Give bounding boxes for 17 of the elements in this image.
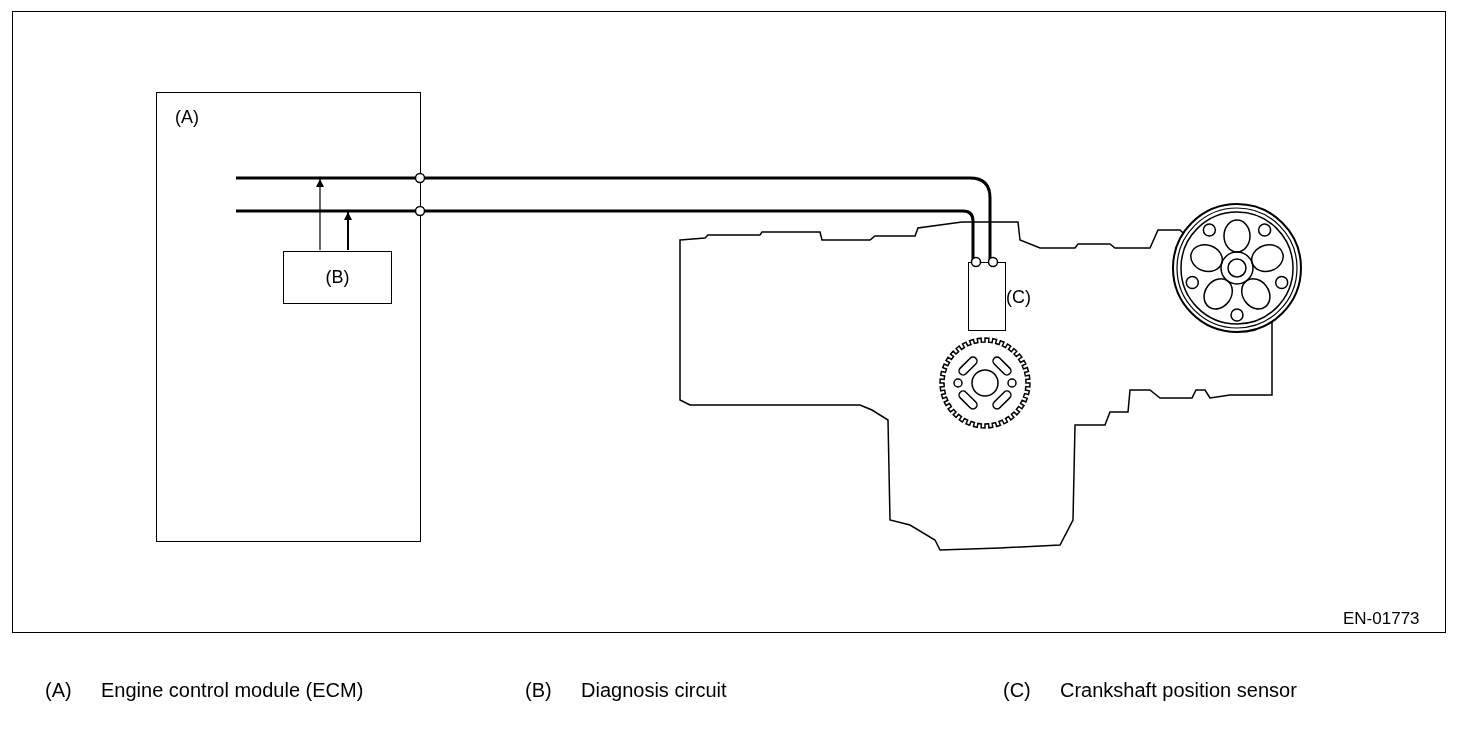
- legend-text: Diagnosis circuit: [581, 679, 727, 702]
- arrow: [344, 211, 352, 251]
- wire: [236, 209, 982, 268]
- wire: [236, 176, 999, 268]
- callout-letter: (B): [325, 267, 350, 288]
- circuit-box: [283, 251, 392, 304]
- module-box: [156, 92, 421, 542]
- legend-key: (B): [525, 679, 552, 702]
- sensor-box: [968, 262, 1006, 331]
- figure-code: EN-01773: [1343, 609, 1420, 629]
- legend-text: Crankshaft position sensor: [1060, 679, 1297, 702]
- callout-letter: (A): [175, 107, 199, 128]
- legend-key: (A): [45, 679, 72, 702]
- legend-text: Engine control module (ECM): [101, 679, 364, 702]
- arrow: [316, 178, 324, 251]
- callout-letter: (C): [1006, 287, 1031, 308]
- legend-key: (C): [1003, 679, 1031, 702]
